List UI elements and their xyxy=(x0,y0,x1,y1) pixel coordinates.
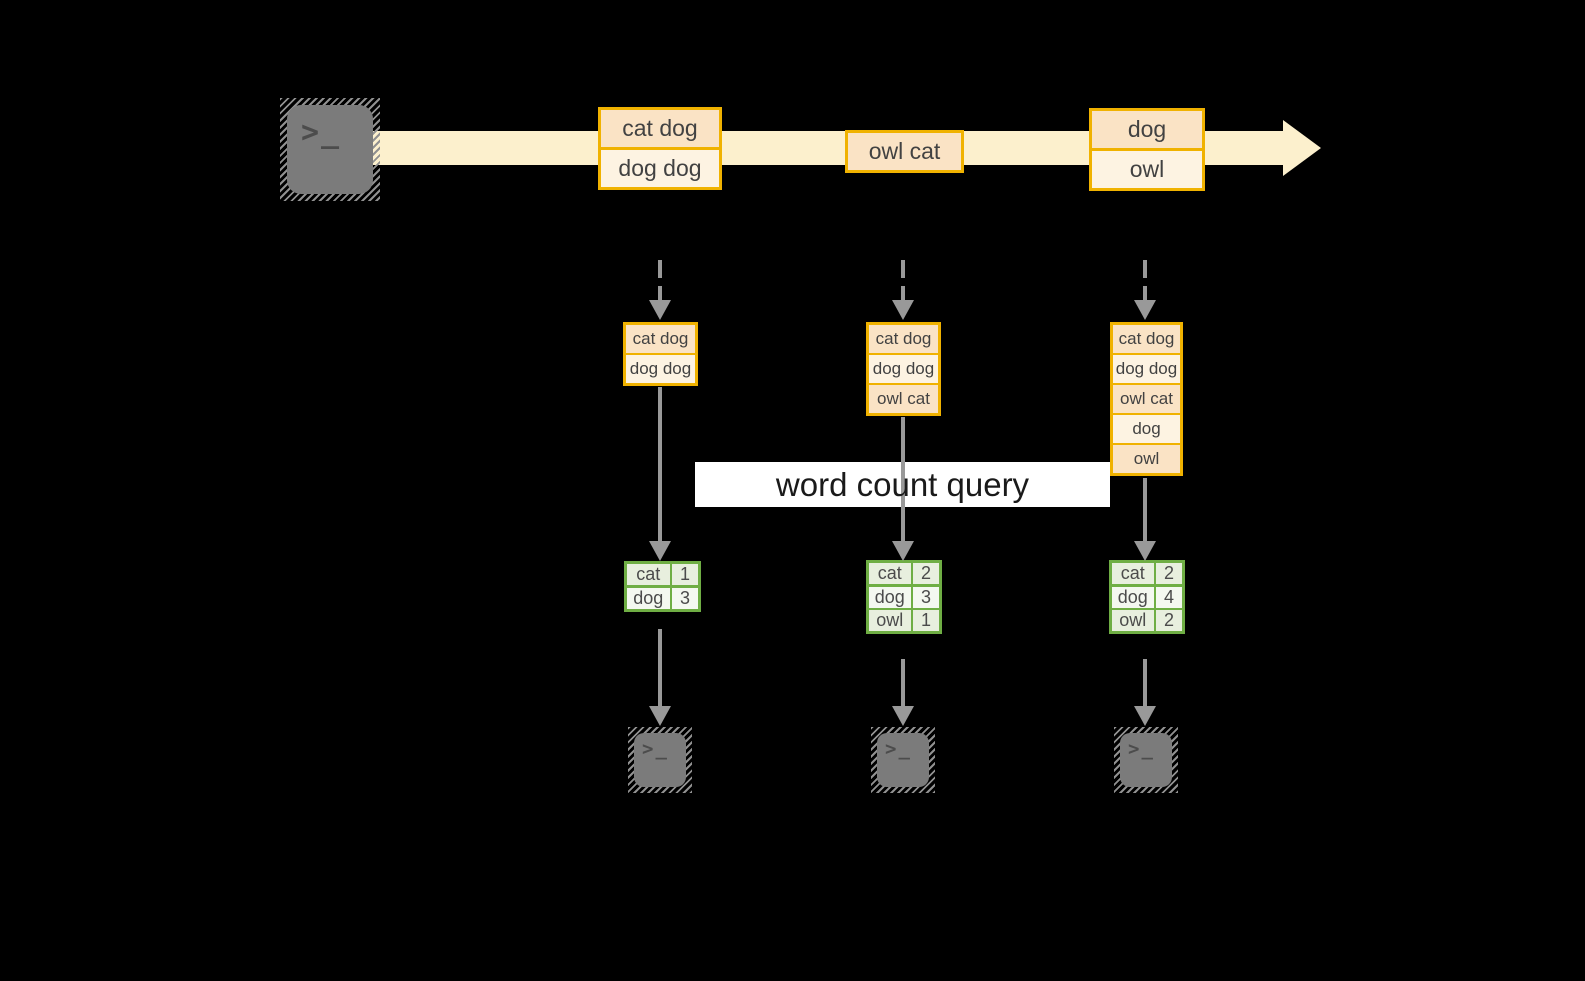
state-store-3: cat dog dog dog owl cat dog owl xyxy=(1110,322,1183,476)
terminal-body: >_ xyxy=(1120,733,1172,787)
query-arrowhead-icon-3 xyxy=(1134,541,1156,561)
count-value: 3 xyxy=(913,586,939,608)
state-record: dog dog xyxy=(869,353,938,383)
count-row: owl 2 xyxy=(1112,610,1182,631)
output-arrow-line-2 xyxy=(901,659,905,708)
count-word: dog xyxy=(1112,586,1154,608)
state-record: owl xyxy=(1113,443,1180,473)
terminal-prompt-icon: >_ xyxy=(642,738,669,760)
terminal-prompt-icon: >_ xyxy=(301,115,342,150)
count-value: 3 xyxy=(672,587,698,609)
terminal-prompt-icon: >_ xyxy=(1128,738,1155,760)
count-value: 4 xyxy=(1156,586,1182,608)
dashed-arrowhead-icon-2 xyxy=(892,300,914,320)
count-row: dog 3 xyxy=(627,587,698,609)
stream-record: owl cat xyxy=(848,133,961,170)
count-word: owl xyxy=(869,610,911,631)
count-row: dog 3 xyxy=(869,586,939,608)
stream-batch-3: dog owl xyxy=(1089,108,1205,191)
count-value: 2 xyxy=(1156,610,1182,631)
count-value: 1 xyxy=(672,564,698,585)
query-arrow-line-3 xyxy=(1143,478,1147,543)
query-arrowhead-icon-1 xyxy=(649,541,671,561)
dashed-arrowhead-icon-1 xyxy=(649,300,671,320)
terminal-prompt-icon: >_ xyxy=(885,738,912,760)
stream-batch-1: cat dog dog dog xyxy=(598,107,722,190)
state-record: owl cat xyxy=(1113,383,1180,413)
input-terminal-icon: >_ xyxy=(280,98,380,201)
state-record: cat dog xyxy=(869,325,938,353)
state-record: dog dog xyxy=(1113,353,1180,383)
stream-timeline-arrowhead-icon xyxy=(1283,120,1321,176)
dashed-arrowhead-icon-3 xyxy=(1134,300,1156,320)
terminal-body: >_ xyxy=(877,733,929,787)
query-arrow-line-1 xyxy=(658,387,662,543)
count-word: cat xyxy=(627,564,670,585)
state-record: dog xyxy=(1113,413,1180,443)
query-arrowhead-icon-2 xyxy=(892,541,914,561)
state-store-2: cat dog dog dog owl cat xyxy=(866,322,941,416)
stream-record: dog xyxy=(1092,111,1202,148)
terminal-body: >_ xyxy=(287,105,373,194)
output-arrowhead-icon-2 xyxy=(892,706,914,726)
count-table-1: cat 1 dog 3 xyxy=(624,561,701,612)
query-label-text: word count query xyxy=(775,465,1030,503)
output-terminal-icon-3: >_ xyxy=(1114,727,1178,793)
count-word: cat xyxy=(869,563,911,584)
state-record: owl cat xyxy=(869,383,938,413)
dashed-arrow-line-3 xyxy=(1143,260,1147,302)
count-row: dog 4 xyxy=(1112,586,1182,608)
stream-record: cat dog xyxy=(601,110,719,147)
count-word: cat xyxy=(1112,563,1154,584)
count-word: owl xyxy=(1112,610,1154,631)
query-arrow-line-2 xyxy=(901,417,905,543)
output-arrowhead-icon-1 xyxy=(649,706,671,726)
count-table-2: cat 2 dog 3 owl 1 xyxy=(866,560,942,634)
output-arrow-line-3 xyxy=(1143,659,1147,708)
state-store-1: cat dog dog dog xyxy=(623,322,698,386)
stream-record: owl xyxy=(1092,148,1202,188)
terminal-body: >_ xyxy=(634,733,686,787)
output-terminal-icon-1: >_ xyxy=(628,727,692,793)
output-arrow-line-1 xyxy=(658,629,662,708)
stream-batch-2: owl cat xyxy=(845,130,964,173)
output-terminal-icon-2: >_ xyxy=(871,727,935,793)
state-record: cat dog xyxy=(626,325,695,353)
count-row: cat 2 xyxy=(1112,563,1182,584)
count-value: 1 xyxy=(913,610,939,631)
query-label: word count query xyxy=(695,462,1110,507)
dashed-arrow-line-2 xyxy=(901,260,905,302)
count-value: 2 xyxy=(913,563,939,584)
count-word: dog xyxy=(869,586,911,608)
state-record: dog dog xyxy=(626,353,695,383)
count-row: cat 2 xyxy=(869,563,939,584)
stream-record: dog dog xyxy=(601,147,719,187)
count-value: 2 xyxy=(1156,563,1182,584)
count-table-3: cat 2 dog 4 owl 2 xyxy=(1109,560,1185,634)
dashed-arrow-line-1 xyxy=(658,260,662,302)
count-row: cat 1 xyxy=(627,564,698,585)
output-arrowhead-icon-3 xyxy=(1134,706,1156,726)
count-row: owl 1 xyxy=(869,610,939,631)
count-word: dog xyxy=(627,587,670,609)
state-record: cat dog xyxy=(1113,325,1180,353)
